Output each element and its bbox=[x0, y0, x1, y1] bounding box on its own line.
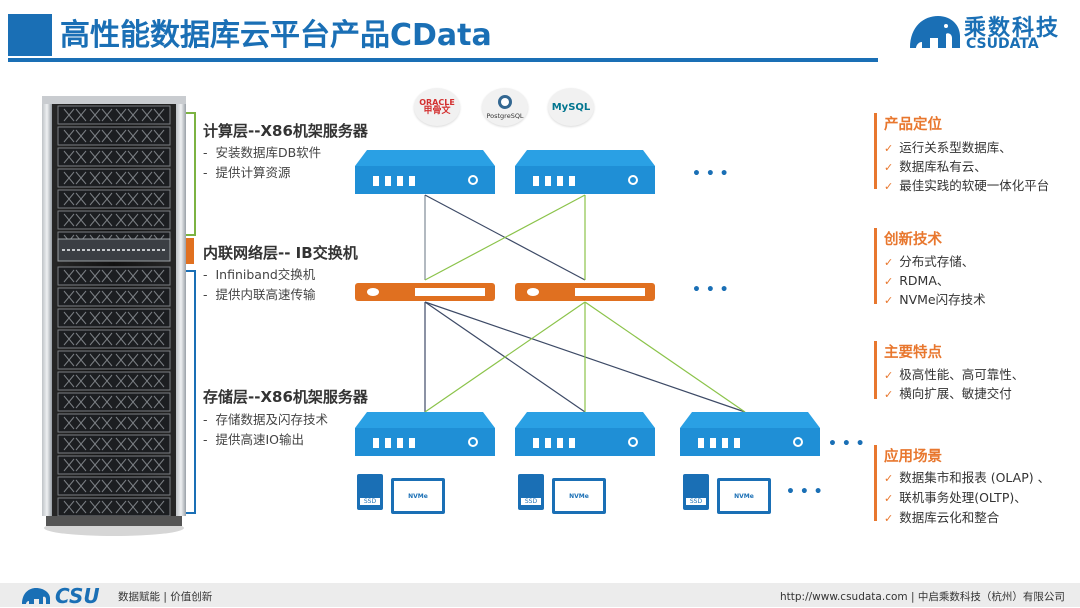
footer-logo-text: CSU bbox=[55, 584, 100, 608]
compute-server-2 bbox=[515, 150, 655, 194]
check-icon: ✓ bbox=[884, 512, 894, 525]
nvme-label: NVMe bbox=[734, 492, 754, 500]
check-icon: ✓ bbox=[884, 180, 894, 193]
storage-layer-bracket bbox=[186, 270, 196, 514]
network-layer-bracket bbox=[186, 238, 194, 264]
feature-item: ✓运行关系型数据库、 bbox=[884, 140, 1012, 155]
more-storage-ellipsis: • • • bbox=[828, 436, 865, 452]
feature-bar bbox=[874, 113, 877, 189]
footer-company-info: http://www.csudata.com | 中启乘数科技（杭州）有限公司 bbox=[780, 591, 1065, 603]
feature-item: ✓横向扩展、敏捷交付 bbox=[884, 386, 1012, 401]
feature-item: ✓分布式存储、 bbox=[884, 254, 975, 269]
postgresql-elephant-icon bbox=[498, 95, 512, 110]
network-layer-item: - Infiniband交换机 bbox=[203, 267, 316, 282]
compute-layer-bracket bbox=[186, 112, 196, 236]
feature-bar bbox=[874, 445, 877, 521]
ssd-drive-icon: SSD bbox=[683, 474, 709, 510]
ib-switch-2 bbox=[515, 283, 655, 301]
storage-server-1 bbox=[355, 412, 495, 456]
check-icon: ✓ bbox=[884, 492, 894, 505]
check-icon: ✓ bbox=[884, 294, 894, 307]
feature-item: ✓极高性能、高可靠性、 bbox=[884, 367, 1025, 382]
feature-title: 主要特点 bbox=[884, 345, 942, 361]
storage-layer-item: - 存储数据及闪存技术 bbox=[203, 412, 328, 427]
postgresql-logo: PostgreSQL bbox=[482, 88, 528, 126]
more-servers-ellipsis: • • • bbox=[692, 166, 729, 182]
architecture-diagram bbox=[355, 150, 820, 456]
storage-layer-item: - 提供高速IO输出 bbox=[203, 432, 304, 447]
compute-layer-item: - 提供计算资源 bbox=[203, 165, 291, 180]
elephant-logo-icon bbox=[910, 16, 960, 48]
ssd-label: SSD bbox=[360, 498, 380, 505]
storage-layer-title: 存储层--X86机架服务器 bbox=[203, 388, 368, 406]
check-icon: ✓ bbox=[884, 275, 894, 288]
compute-server-1 bbox=[355, 150, 495, 194]
ssd-label: SSD bbox=[521, 498, 541, 505]
feature-bar bbox=[874, 341, 877, 399]
page-title: 高性能数据库云平台产品CData bbox=[60, 18, 492, 53]
server-rack-image bbox=[42, 96, 186, 536]
footer-elephant-icon bbox=[22, 588, 50, 604]
feature-title: 产品定位 bbox=[884, 117, 942, 133]
nvme-card-icon: NVMe bbox=[391, 478, 445, 514]
more-switches-ellipsis: • • • bbox=[692, 282, 729, 298]
ssd-label: SSD bbox=[686, 498, 706, 505]
title-accent-bar bbox=[8, 14, 52, 56]
feature-item: ✓数据库私有云、 bbox=[884, 159, 987, 174]
check-icon: ✓ bbox=[884, 256, 894, 269]
feature-item: ✓联机事务处理(OLTP)、 bbox=[884, 490, 1027, 505]
ib-switch-1 bbox=[355, 283, 495, 301]
check-icon: ✓ bbox=[884, 369, 894, 382]
company-name-cn: 乘数科技 bbox=[964, 16, 1061, 41]
mysql-logo: MySQL bbox=[548, 88, 594, 126]
feature-title: 创新技术 bbox=[884, 232, 942, 248]
check-icon: ✓ bbox=[884, 161, 894, 174]
feature-item: ✓最佳实践的软硬一体化平台 bbox=[884, 178, 1050, 193]
compute-layer-item: - 安装数据库DB软件 bbox=[203, 145, 322, 160]
nvme-label: NVMe bbox=[408, 492, 428, 500]
network-layer-title: 内联网络层-- IB交换机 bbox=[203, 244, 358, 262]
company-name-en: CSUDATA bbox=[966, 36, 1039, 52]
check-icon: ✓ bbox=[884, 472, 894, 485]
check-icon: ✓ bbox=[884, 388, 894, 401]
feature-bar bbox=[874, 228, 877, 304]
nvme-label: NVMe bbox=[569, 492, 589, 500]
title-underline bbox=[8, 58, 878, 62]
network-layer-item: - 提供内联高速传输 bbox=[203, 287, 316, 302]
check-icon: ✓ bbox=[884, 142, 894, 155]
feature-item: ✓数据库云化和整合 bbox=[884, 510, 1000, 525]
oracle-logo: ORACLE 甲骨文 bbox=[414, 88, 460, 126]
ssd-drive-icon: SSD bbox=[357, 474, 383, 510]
storage-server-2 bbox=[515, 412, 655, 456]
footer-bar bbox=[0, 583, 1080, 607]
footer-slogan: 数据赋能 | 价值创新 bbox=[118, 591, 213, 603]
feature-item: ✓数据集市和报表 (OLAP) 、 bbox=[884, 470, 1051, 485]
feature-item: ✓RDMA、 bbox=[884, 273, 950, 288]
more-drives-ellipsis: • • • bbox=[786, 484, 823, 500]
compute-layer-title: 计算层--X86机架服务器 bbox=[203, 122, 368, 140]
storage-server-3 bbox=[680, 412, 820, 456]
nvme-card-icon: NVMe bbox=[552, 478, 606, 514]
ssd-drive-icon: SSD bbox=[518, 474, 544, 510]
feature-title: 应用场景 bbox=[884, 449, 942, 465]
nvme-card-icon: NVMe bbox=[717, 478, 771, 514]
feature-item: ✓NVMe闪存技术 bbox=[884, 292, 986, 307]
